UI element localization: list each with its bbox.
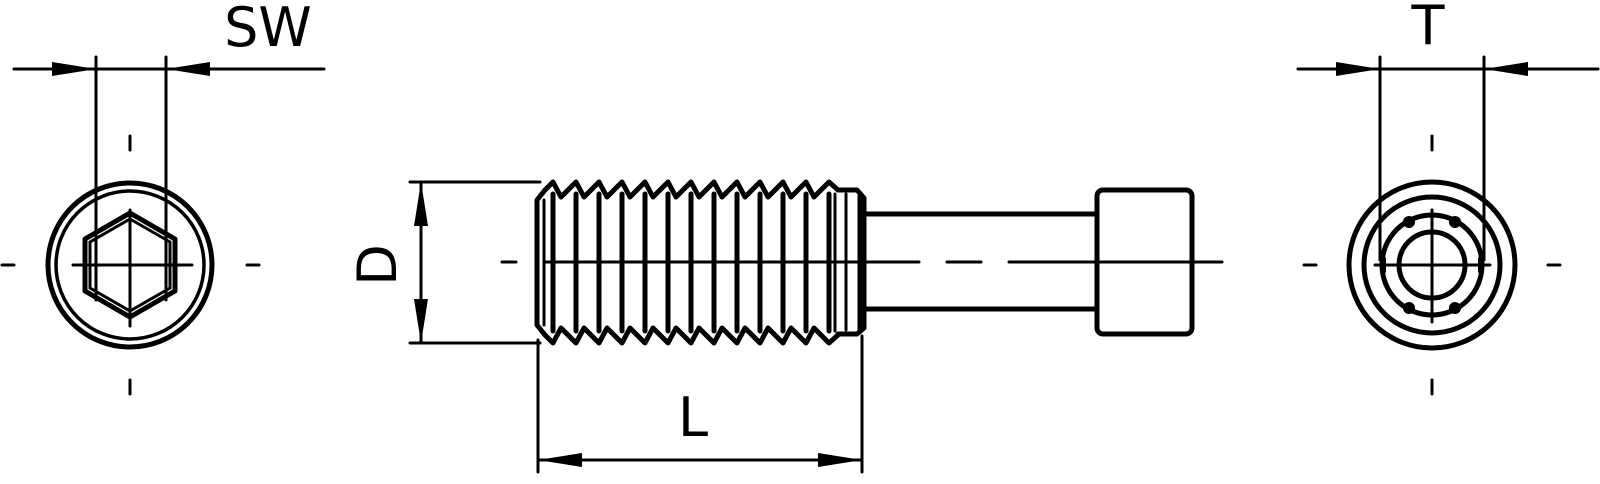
chamfer-circle — [54, 189, 206, 341]
collar-circle — [1361, 194, 1503, 336]
threaded-section — [534, 179, 841, 346]
left-centerline-marks — [0, 134, 261, 396]
left-end-view: SW — [0, 0, 326, 396]
l-dimension: L — [536, 334, 864, 474]
side-view: D L — [346, 179, 1224, 474]
shaft — [861, 211, 1100, 312]
d-label: D — [346, 244, 409, 286]
l-label: L — [678, 386, 708, 449]
thread-bottom-profile — [542, 325, 841, 346]
t-label: T — [1411, 0, 1446, 57]
sw-label: SW — [224, 0, 312, 59]
outer-circle — [45, 180, 215, 350]
d-dimension: D — [346, 180, 542, 345]
outer-circle — [1346, 179, 1518, 351]
t-dimension: T — [1296, 0, 1600, 262]
thread-top-profile — [542, 179, 841, 200]
sw-dimension: SW — [12, 0, 326, 302]
right-end-view: T — [1296, 0, 1600, 396]
right-centerline-marks — [1302, 134, 1562, 396]
